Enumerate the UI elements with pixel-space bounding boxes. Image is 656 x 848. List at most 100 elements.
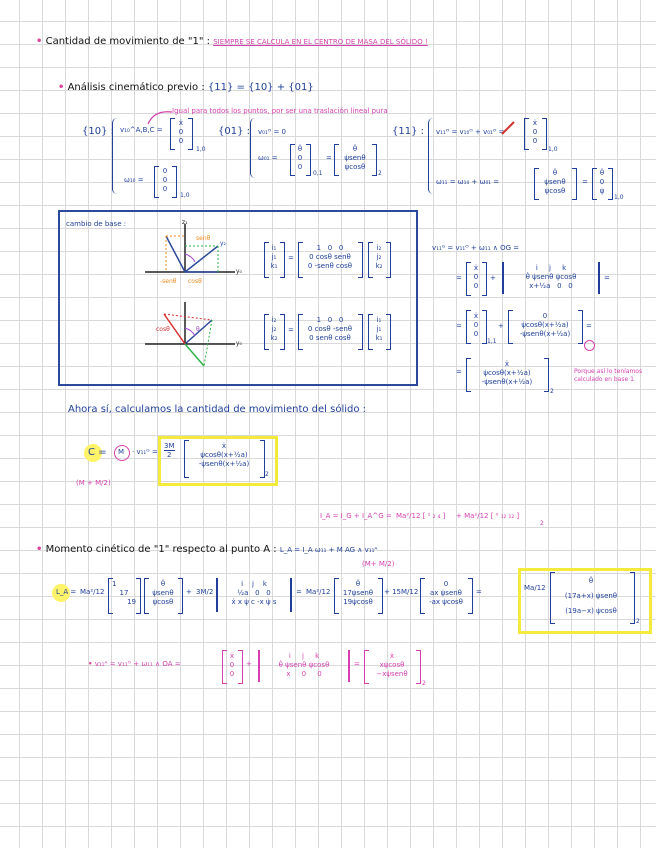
diagram-label: z₁	[182, 219, 188, 226]
bracket	[188, 118, 193, 150]
bracket	[280, 242, 285, 278]
s10-w-sub: 1,0	[180, 192, 190, 199]
basis-change-box	[58, 210, 418, 386]
s01-sub2: 2	[378, 170, 382, 177]
diagram-label: cosθ	[188, 278, 202, 285]
s10-brace	[112, 118, 117, 194]
analysis-relation: {11} = {10} + {01}	[207, 82, 314, 93]
bracket	[264, 314, 269, 350]
bracket	[334, 144, 339, 176]
heading-1-note: SIEMPRE SE CALCULA EN EL CENTRO DE MASA …	[213, 38, 428, 46]
bracket	[184, 440, 189, 478]
diagram-label: y₀	[236, 268, 242, 275]
heading-2-text: Momento cinético de "1" respecto al punt…	[45, 544, 277, 555]
diagram-label: θ	[196, 326, 200, 333]
bracket	[264, 242, 269, 278]
bracket	[108, 578, 113, 614]
now-text: Ahora sí, calculamos la cantidad de movi…	[68, 404, 367, 415]
s11-sub: 1,0	[548, 146, 558, 153]
kinetic-sub: 2	[636, 618, 640, 625]
bracket	[364, 650, 369, 684]
vg-line1: v₁₁ᴳ = v₁₁ᴼ + ω₁₁ ∧ OG =	[432, 244, 520, 252]
m1-matrix: 1 0 0 0 cosθ senθ 0 -senθ cosθ	[307, 244, 353, 270]
heading-2-note: (M+ M/2)	[362, 560, 395, 568]
bracket	[550, 572, 555, 624]
bracket	[298, 242, 303, 278]
bracket	[298, 314, 303, 350]
steiner-term2: + Ma²/12 [ ⁰ ₁₂ ₁₂ ]	[456, 512, 520, 520]
vg-sub4: 2	[550, 388, 554, 395]
bracket	[172, 166, 177, 198]
bracket	[544, 358, 549, 392]
bracket	[386, 314, 391, 350]
steiner-sub: 2	[540, 520, 544, 527]
diagram-label: y₂	[220, 240, 226, 247]
bracket	[572, 168, 577, 200]
s10-v-line: v₁₀^A,B,C =	[120, 126, 163, 134]
kinetic-determinant: i j k ½a 0 0 ẋ x ψ̇ c -x ψ̇ s	[231, 580, 277, 606]
momentum-frac: 3M 2	[164, 442, 175, 459]
s11-w-sub: 1,0	[614, 194, 624, 201]
bracket	[466, 262, 471, 296]
s01-v-line: v₀₁ᴼ = 0	[258, 128, 286, 136]
momentum-result-box	[158, 436, 278, 486]
circle-mark	[584, 340, 595, 351]
bracket	[468, 578, 473, 614]
momentum-sub: 2	[265, 471, 269, 478]
diagram-label: cosθ	[156, 326, 170, 333]
va-line: • v₁₁ᴬ = v₁₁ᴼ + ω₁₁ ∧ OA =	[88, 660, 181, 668]
momentum-mid: · v₁₁ᴳ =	[132, 448, 158, 456]
bracket	[508, 310, 513, 344]
translation-annotation: Igual para todos los puntos, por ser una…	[172, 107, 388, 115]
analysis-title: Análisis cinemático previo :	[67, 82, 205, 93]
bracket	[578, 310, 583, 344]
diagram-label: -senθ	[160, 278, 177, 285]
vg-sub13: 1,1	[487, 338, 497, 345]
kinetic-result-box	[518, 568, 652, 634]
bracket	[280, 314, 285, 350]
bracket	[358, 314, 363, 350]
bracket	[386, 242, 391, 278]
mass-circle	[114, 445, 130, 461]
kinetic-frac2: 3M/2	[196, 588, 214, 596]
momentum-lhs: C =	[88, 447, 107, 458]
diagram-label: senθ	[196, 235, 211, 242]
bracket	[416, 650, 421, 684]
s01-label: {01} :	[218, 126, 250, 137]
va-text: v₁₁ᴬ = v₁₁ᴼ + ω₁₁ ∧ OA =	[94, 660, 181, 668]
bracket	[592, 168, 597, 200]
heading-2-formula: L_A = I_A ω₁₁ + M AG ∧ v₁₁ᴬ	[279, 546, 378, 554]
s10-w-line: ω₁₀ =	[124, 176, 144, 184]
bracket	[368, 314, 373, 350]
strike-mark	[501, 121, 515, 135]
va-determinant: i j k θ̇ ψ̇senθ ψ̇cosθ x 0 0	[278, 652, 330, 678]
momentum-note: (M + M/2)	[76, 479, 111, 487]
bracket	[466, 310, 471, 344]
bracket	[534, 168, 539, 200]
bracket	[144, 578, 149, 614]
kinetic-res-frac: Ma/12	[524, 584, 546, 592]
bracket	[238, 650, 243, 684]
kinetic-plus1: +	[186, 588, 192, 596]
va-sub: 2	[422, 680, 426, 687]
bracket	[608, 168, 613, 200]
s01-w-line: ω₀₁ =	[258, 154, 278, 162]
annotation-arrow	[147, 111, 173, 125]
s11-brace	[428, 118, 433, 194]
highlight-dot	[84, 444, 102, 462]
basis-change-title: cambio de base :	[66, 220, 127, 228]
bracket	[482, 262, 487, 296]
